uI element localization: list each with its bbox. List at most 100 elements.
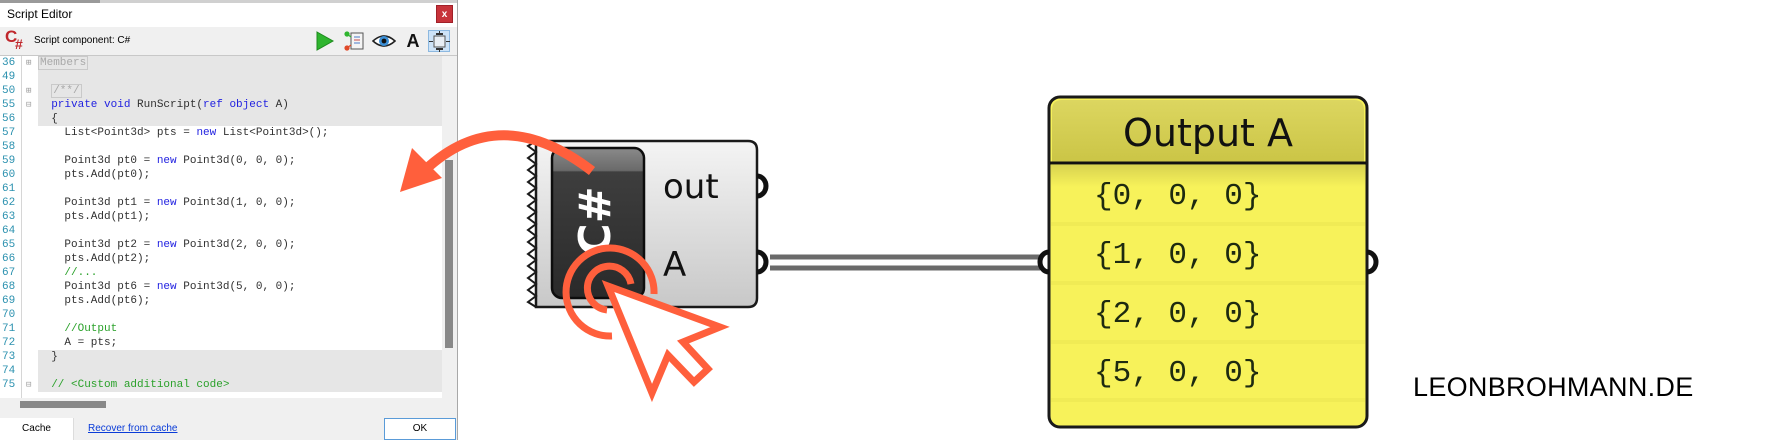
- vertical-scrollbar[interactable]: [443, 56, 455, 398]
- horizontal-scrollbar[interactable]: [0, 398, 442, 410]
- fit-window-button[interactable]: [428, 30, 450, 52]
- fit-window-icon: [429, 31, 450, 52]
- code-token: A = pts;: [38, 337, 118, 349]
- font-button[interactable]: A: [406, 31, 420, 51]
- collapsed-region[interactable]: /**/: [51, 84, 82, 98]
- code-token: List<Point3d>();: [216, 127, 329, 139]
- panel-value: {2, 0, 0}: [1094, 297, 1261, 332]
- code-text: Point3d pt2 = new Point3d(2, 0, 0);: [38, 238, 295, 252]
- code-text: Members: [38, 56, 89, 70]
- code-token: Point3d(0, 0, 0);: [176, 155, 296, 167]
- code-line[interactable]: 49: [0, 70, 442, 84]
- editor-footer: Cache Recover from cache OK: [0, 418, 457, 440]
- panel-output-grip[interactable]: [1366, 249, 1379, 275]
- fold-toggle-icon[interactable]: ⊞: [26, 86, 32, 96]
- code-token: A): [269, 99, 289, 111]
- code-text: Point3d pt0 = new Point3d(0, 0, 0);: [38, 154, 295, 168]
- code-text: // <Custom additional code>: [38, 378, 229, 392]
- cache-button[interactable]: Cache: [0, 418, 74, 440]
- line-number: 63: [2, 211, 16, 223]
- code-line[interactable]: 56 {: [0, 112, 442, 126]
- panel-values-list: {0, 0, 0}{1, 0, 0}{2, 0, 0}{5, 0, 0}: [1094, 179, 1261, 391]
- recover-from-cache-link[interactable]: Recover from cache: [88, 423, 178, 434]
- panel-input-grip[interactable]: [1037, 249, 1050, 275]
- code-text: {: [38, 112, 58, 126]
- panel-value: {1, 0, 0}: [1094, 238, 1261, 273]
- code-token: Point3d pt1 =: [38, 197, 157, 209]
- output-grip-a[interactable]: [756, 249, 769, 275]
- line-number: 67: [2, 267, 16, 279]
- line-number: 73: [2, 351, 16, 363]
- code-line[interactable]: 66 pts.Add(pt2);: [0, 252, 442, 266]
- code-keyword: private void: [51, 99, 131, 111]
- code-line[interactable]: 64: [0, 224, 442, 238]
- code-line[interactable]: 69 pts.Add(pt6);: [0, 294, 442, 308]
- code-token: Point3d(2, 0, 0);: [176, 239, 296, 251]
- code-line[interactable]: 60 pts.Add(pt0);: [0, 168, 442, 182]
- component-name: C#: [570, 186, 621, 255]
- line-number: 58: [2, 141, 16, 153]
- code-line[interactable]: 55⊟ private void RunScript(ref object A): [0, 98, 442, 112]
- code-line[interactable]: 74: [0, 364, 442, 378]
- code-line[interactable]: 63 pts.Add(pt1);: [0, 210, 442, 224]
- fold-toggle-icon[interactable]: ⊟: [26, 100, 32, 110]
- fold-toggle-icon[interactable]: ⊞: [26, 58, 32, 68]
- code-text: Point3d pt6 = new Point3d(5, 0, 0);: [38, 280, 295, 294]
- code-line[interactable]: 67 //...: [0, 266, 442, 280]
- code-line-background: [38, 56, 442, 70]
- code-line[interactable]: 58: [0, 140, 442, 154]
- code-line[interactable]: 72 A = pts;: [0, 336, 442, 350]
- code-line[interactable]: 65 Point3d pt2 = new Point3d(2, 0, 0);: [0, 238, 442, 252]
- line-number: 66: [2, 253, 16, 265]
- double-click-arrow-icon: [400, 130, 596, 192]
- click-cursor-icon: [562, 244, 730, 403]
- code-line[interactable]: 59 Point3d pt0 = new Point3d(0, 0, 0);: [0, 154, 442, 168]
- zigzag-input-edge: [526, 140, 538, 308]
- line-number: 71: [2, 323, 16, 335]
- preview-button[interactable]: [372, 30, 396, 52]
- data-wire[interactable]: [770, 254, 1040, 271]
- run-button[interactable]: [314, 30, 336, 52]
- collapsed-region[interactable]: Members: [38, 56, 89, 70]
- panel-header: [1052, 100, 1364, 162]
- line-number-gutter: [0, 56, 22, 398]
- code-line[interactable]: 36⊞Members: [0, 56, 442, 70]
- code-line[interactable]: 50 ⊞ /**/: [0, 84, 442, 98]
- code-text: //...: [38, 266, 97, 280]
- output-grip-out[interactable]: [756, 173, 769, 199]
- line-number: 50: [2, 85, 16, 97]
- line-number: 57: [2, 127, 16, 139]
- code-line[interactable]: 71 //Output: [0, 322, 442, 336]
- line-number: 62: [2, 197, 16, 209]
- csharp-script-component[interactable]: C# out A: [526, 139, 769, 309]
- code-line[interactable]: 61: [0, 182, 442, 196]
- fold-margin: [22, 56, 36, 398]
- output-param-out[interactable]: out: [663, 167, 719, 207]
- csharp-logo-c: C: [5, 27, 18, 46]
- close-button[interactable]: x: [436, 5, 453, 23]
- vertical-scrollbar-thumb[interactable]: [445, 160, 453, 348]
- code-comment: // <Custom additional code>: [51, 379, 230, 391]
- line-number: 61: [2, 183, 16, 195]
- fold-toggle-icon[interactable]: ⊟: [26, 380, 32, 390]
- code-keyword: new: [156, 197, 177, 209]
- code-line[interactable]: 57 List<Point3d> pts = new List<Point3d>…: [0, 126, 442, 140]
- title-bar[interactable]: Script Editor x: [0, 3, 457, 27]
- code-line[interactable]: 75⊟ // <Custom additional code>: [0, 378, 442, 392]
- line-number: 70: [2, 309, 16, 321]
- code-line[interactable]: 68 Point3d pt6 = new Point3d(5, 0, 0);: [0, 280, 442, 294]
- code-line[interactable]: 73 }: [0, 350, 442, 364]
- code-text: private void RunScript(ref object A): [38, 98, 289, 112]
- line-number: 74: [2, 365, 16, 377]
- code-token: pts.Add(pt1);: [38, 211, 151, 223]
- line-number: 65: [2, 239, 16, 251]
- code-line[interactable]: 62 Point3d pt1 = new Point3d(1, 0, 0);: [0, 196, 442, 210]
- output-param-a[interactable]: A: [663, 245, 686, 285]
- horizontal-scrollbar-thumb[interactable]: [20, 401, 106, 408]
- code-comment: //...: [64, 267, 98, 279]
- csharp-logo-icon: C #: [5, 27, 27, 53]
- edit-io-button[interactable]: [342, 30, 364, 52]
- code-line[interactable]: 70: [0, 308, 442, 322]
- output-panel[interactable]: Output A {0, 0, 0}{1, 0, 0}{2, 0, 0}{5, …: [1037, 95, 1379, 429]
